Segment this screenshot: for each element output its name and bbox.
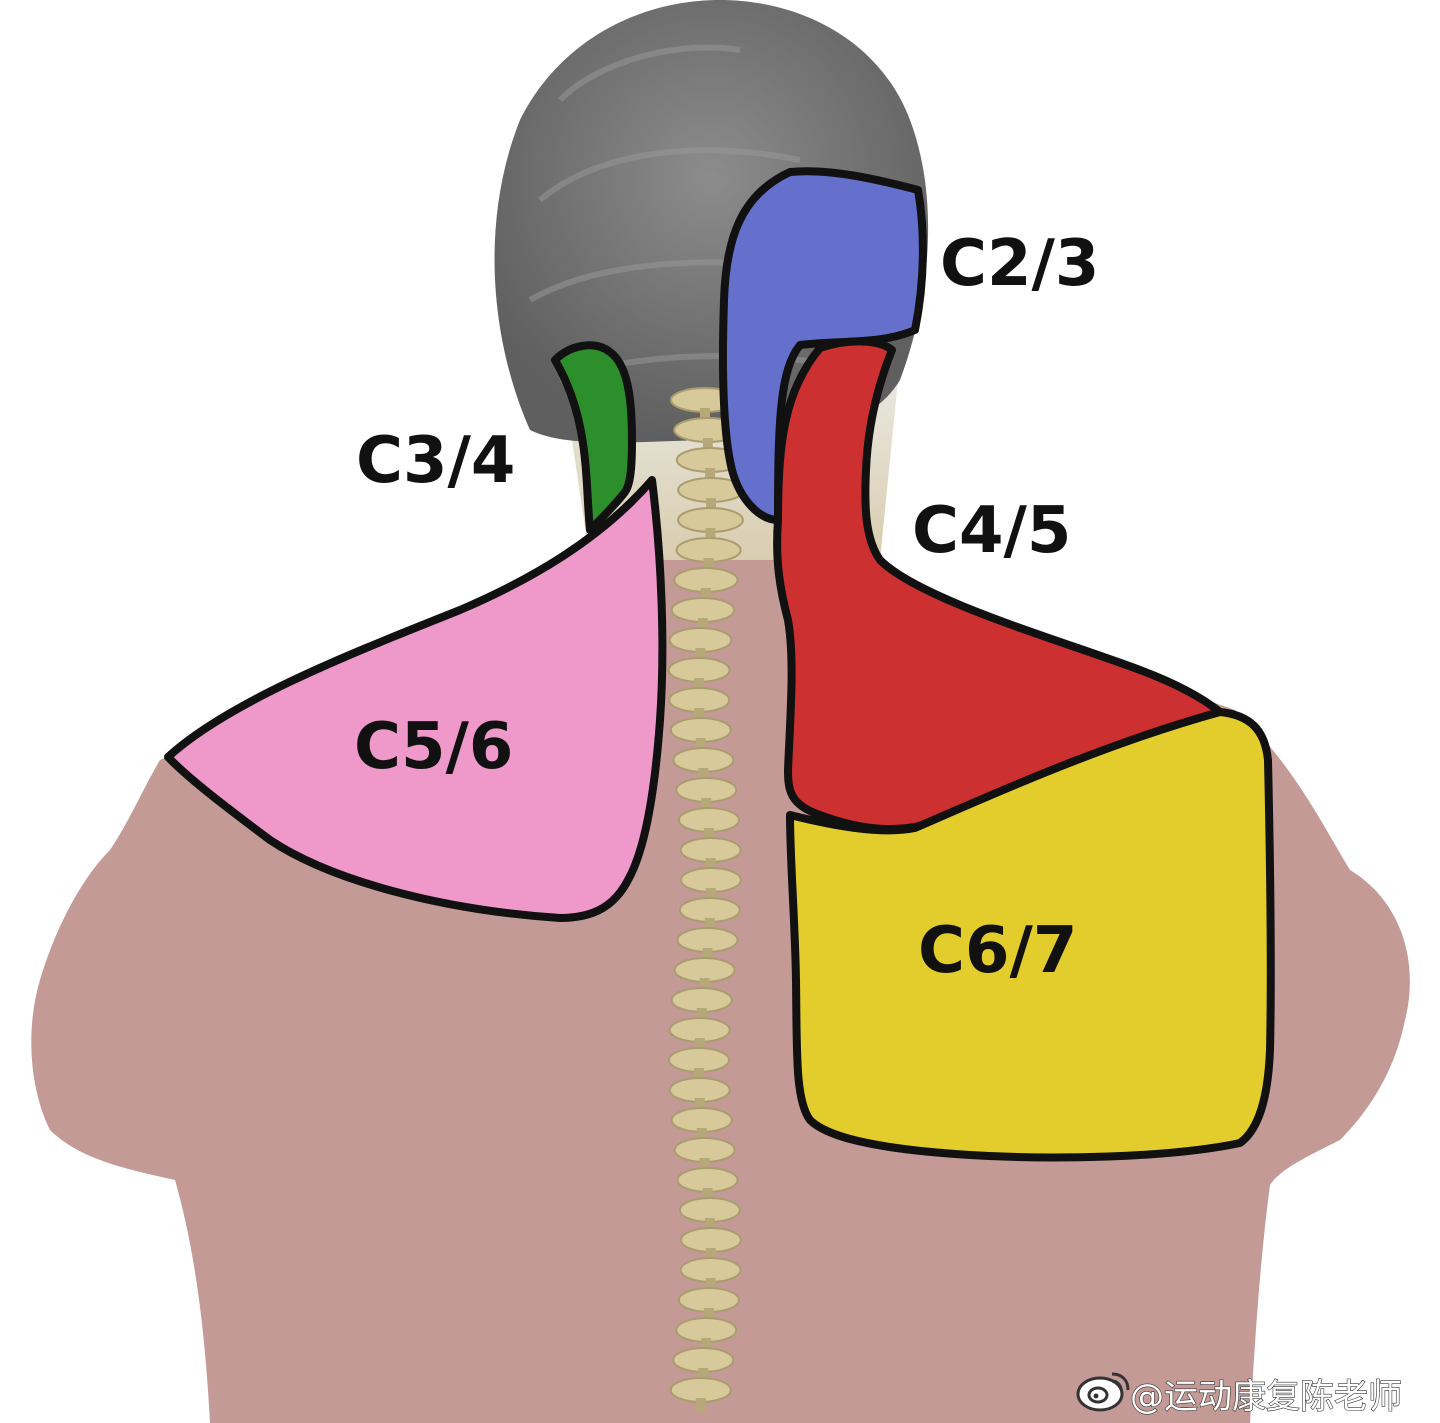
spinous-process: [700, 408, 710, 422]
watermark-text: @运动康复陈老师: [1130, 1377, 1402, 1417]
spinous-process: [705, 1248, 716, 1262]
spinous-process: [705, 888, 716, 902]
label-c6-7: C6/7: [918, 914, 1077, 988]
spinous-process: [700, 588, 711, 602]
spinous-process: [702, 438, 713, 452]
spinous-process: [705, 468, 716, 482]
spinous-process: [705, 528, 716, 542]
spinous-process: [702, 1188, 713, 1202]
watermark: @运动康复陈老师: [1076, 1372, 1403, 1418]
label-c4-5: C4/5: [912, 494, 1071, 568]
spinous-process: [694, 678, 705, 692]
zone-c5-6: [164, 476, 667, 922]
spinous-process: [704, 918, 715, 932]
spinous-process: [697, 618, 708, 632]
label-c5-6: C5/6: [354, 710, 513, 784]
spinous-process: [694, 1068, 705, 1082]
spinous-process: [696, 1128, 707, 1142]
spinous-process: [702, 948, 713, 962]
spinous-process: [703, 828, 714, 842]
spinous-process: [695, 738, 706, 752]
spinous-process: [705, 858, 716, 872]
spinous-process: [705, 1278, 716, 1292]
spinous-process: [699, 1158, 710, 1172]
spinous-process: [694, 708, 705, 722]
weibo-icon: [1076, 1372, 1130, 1412]
spinous-process: [701, 1338, 712, 1352]
zone-c2-3: [718, 167, 927, 524]
spinous-process: [694, 1038, 705, 1052]
spinous-process: [696, 1008, 707, 1022]
spinous-process: [694, 1098, 705, 1112]
label-c3-4: C3/4: [356, 424, 515, 498]
spinous-process: [701, 798, 712, 812]
hair-texture: [528, 44, 881, 383]
label-c2-3: C2/3: [940, 227, 1099, 301]
spinous-process: [695, 648, 706, 662]
spinous-process: [703, 1308, 714, 1322]
spinous-process: [698, 768, 709, 782]
spinous-process: [703, 558, 714, 572]
spinous-process: [705, 498, 716, 512]
spinous-process: [698, 1368, 709, 1382]
spinous-process: [695, 1398, 706, 1412]
zone-c3-4: [551, 341, 636, 534]
spinous-process: [704, 1218, 715, 1232]
zone-c6-7: [786, 708, 1275, 1162]
spinous-process: [699, 978, 710, 992]
